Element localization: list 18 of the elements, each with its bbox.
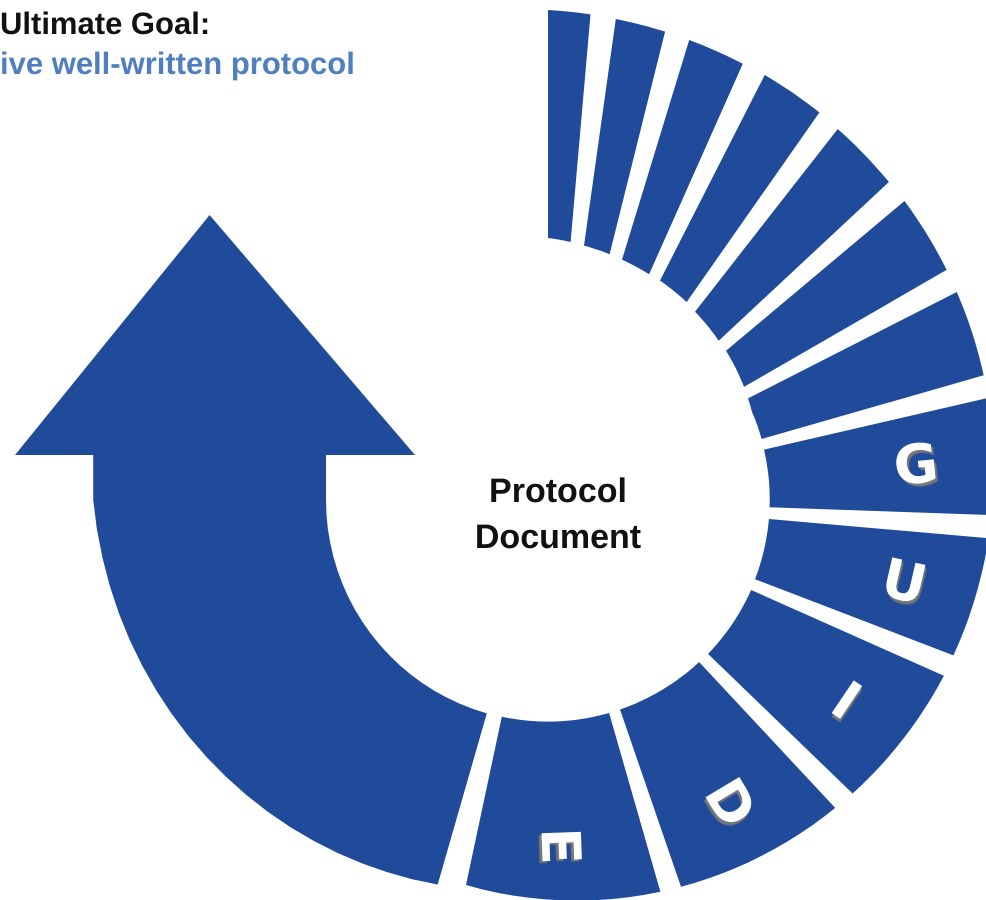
segment-letter: U	[876, 550, 932, 614]
ring-segment	[748, 292, 984, 439]
segment-letter: E	[532, 826, 588, 866]
center-label: Protocol Document	[474, 471, 642, 558]
ring-segment	[764, 398, 986, 516]
ring-segment	[660, 75, 819, 303]
segment-letter: D	[695, 770, 765, 836]
goal-text: Ultimate Goal:	[0, 6, 210, 42]
ring-segment	[726, 201, 946, 387]
segment-letter: I	[823, 673, 870, 730]
ring-segment	[548, 10, 590, 242]
ring-segment	[584, 18, 665, 254]
ring-segment	[695, 128, 890, 341]
ring-segment	[755, 519, 986, 656]
goal-text: ive well-written protocol	[0, 46, 355, 82]
segment-letter: G	[892, 436, 941, 494]
ring-segment	[466, 713, 660, 900]
ring-segment	[622, 40, 742, 274]
